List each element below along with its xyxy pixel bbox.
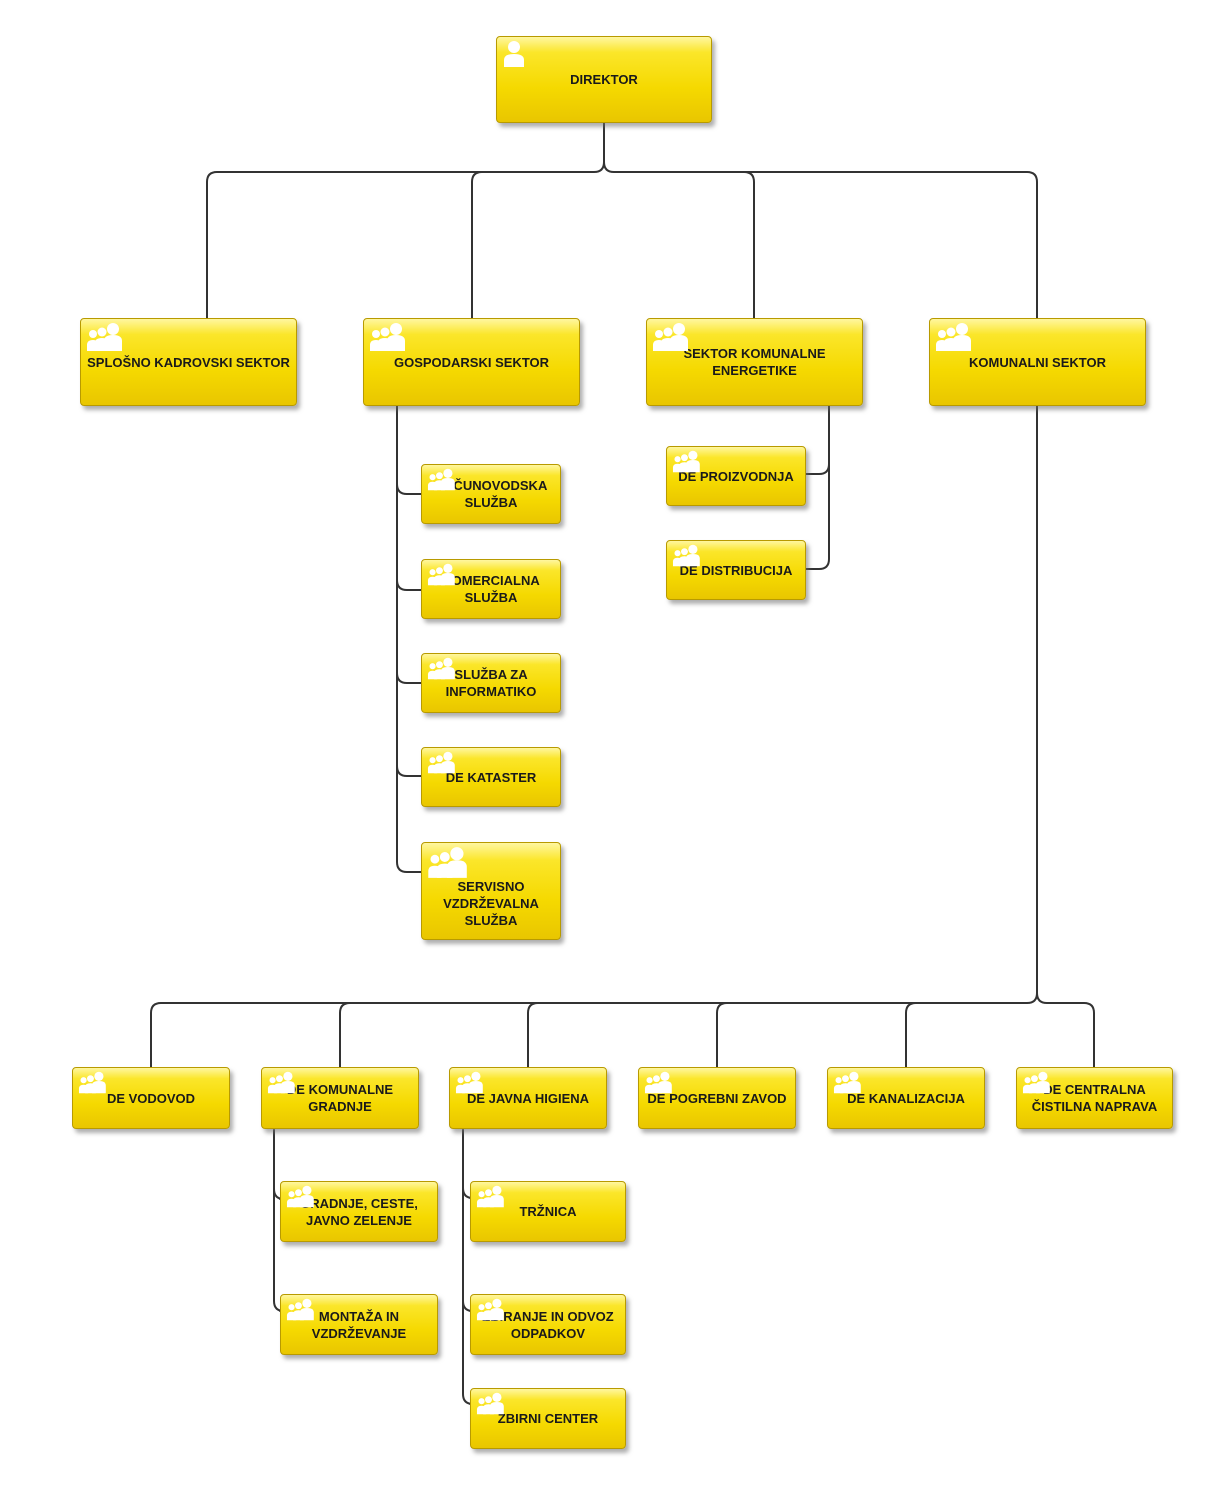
node-label: GRADNJE, CESTE, JAVNO ZELENJE — [300, 1195, 418, 1228]
node-label: DE KANALIZACIJA — [847, 1090, 965, 1106]
node-sluzba-za-informatiko[interactable]: SLUŽBA ZA INFORMATIKO — [421, 653, 561, 713]
node-gospodarski-sektor[interactable]: GOSPODARSKI SEKTOR — [363, 318, 580, 406]
group-icon — [653, 323, 688, 351]
connector-director — [206, 122, 605, 319]
node-zbirni-center[interactable]: ZBIRNI CENTER — [470, 1388, 626, 1449]
node-de-centralna-cistilna-naprava[interactable]: DE CENTRALNA ČISTILNA NAPRAVA — [1016, 1067, 1173, 1129]
group-icon — [644, 1071, 672, 1094]
node-label: SLUŽBA ZA INFORMATIKO — [445, 667, 537, 699]
connector-director-right — [603, 161, 1038, 319]
connector-gospodarski-children — [396, 405, 422, 873]
node-label: TRŽNICA — [519, 1204, 577, 1219]
node-label: GOSPODARSKI SEKTOR — [393, 354, 550, 370]
node-direktor[interactable]: DIREKTOR — [496, 36, 712, 123]
node-label: KOMERCIALNA SLUŽBA — [442, 573, 540, 605]
node-label: DE POGREBNI ZAVOD — [647, 1090, 787, 1106]
node-label: DE KOMUNALNE GRADNJE — [286, 1082, 394, 1114]
connector-energetika — [743, 171, 755, 319]
group-icon — [78, 1071, 106, 1094]
node-de-javna-higiena[interactable]: DE JAVNA HIGIENA — [449, 1067, 607, 1129]
connector-komunalni — [150, 405, 1038, 1068]
group-icon — [672, 544, 700, 567]
node-de-pogrebni-zavod[interactable]: DE POGREBNI ZAVOD — [638, 1067, 796, 1129]
node-label: DE DISTRIBUCIJA — [679, 562, 793, 578]
group-icon — [476, 1392, 504, 1415]
node-label: DE VODOVOD — [106, 1090, 196, 1106]
node-label: ZBIRNI CENTER — [497, 1411, 599, 1426]
group-icon — [427, 468, 455, 491]
group-icon — [428, 847, 467, 878]
person-icon — [504, 41, 524, 67]
node-zbiranje-in-odvoz-odpadkov[interactable]: ZBIRANJE IN ODVOZ ODPADKOV — [470, 1294, 626, 1355]
group-icon — [370, 323, 405, 351]
node-sektor-komunalne-energetike[interactable]: SEKTOR KOMUNALNE ENERGETIKE — [646, 318, 863, 406]
node-racunovodska-sluzba[interactable]: RAČUNOVODSKA SLUŽBA — [421, 464, 561, 524]
node-label: DE PROIZVODNJA — [678, 468, 794, 484]
group-icon — [427, 657, 455, 680]
node-label: SERVISNO VZDRŽEVALNA SLUŽBA — [443, 878, 539, 928]
node-label: DE KATASTER — [445, 769, 537, 785]
connector-energetika-children — [805, 405, 830, 570]
group-icon — [286, 1185, 314, 1208]
node-splosno-kadrovski-sektor[interactable]: SPLOŠNO KADROVSKI SEKTOR — [80, 318, 297, 406]
group-icon — [672, 450, 700, 473]
node-label: MONTAŽA IN VZDRŽEVANJE — [311, 1308, 407, 1341]
group-icon — [87, 323, 122, 351]
node-servisno-vzdrzevalna-sluzba[interactable]: SERVISNO VZDRŽEVALNA SLUŽBA — [421, 842, 561, 940]
group-icon — [427, 563, 455, 586]
node-label: SPLOŠNO KADROVSKI SEKTOR — [87, 354, 290, 370]
group-icon — [936, 323, 971, 351]
node-de-vodovod[interactable]: DE VODOVOD — [72, 1067, 230, 1129]
group-icon — [1022, 1071, 1050, 1094]
node-komercialna-sluzba[interactable]: KOMERCIALNA SLUŽBA — [421, 559, 561, 619]
group-icon — [476, 1298, 504, 1321]
node-label: KOMUNALNI SEKTOR — [969, 354, 1106, 370]
node-gradnje-ceste-javno-zelenje[interactable]: GRADNJE, CESTE, JAVNO ZELENJE — [280, 1181, 438, 1242]
node-de-kanalizacija[interactable]: DE KANALIZACIJA — [827, 1067, 985, 1129]
node-label: DE JAVNA HIGIENA — [466, 1090, 590, 1106]
node-label: RAČUNOVODSKA SLUŽBA — [434, 478, 548, 510]
group-icon — [476, 1185, 504, 1208]
group-icon — [267, 1071, 295, 1094]
node-de-komunalne-gradnje[interactable]: DE KOMUNALNE GRADNJE — [261, 1067, 419, 1129]
node-de-proizvodnja[interactable]: DE PROIZVODNJA — [666, 446, 806, 506]
node-label: DE CENTRALNA ČISTILNA NAPRAVA — [1031, 1082, 1158, 1114]
group-icon — [833, 1071, 861, 1094]
node-trznica[interactable]: TRŽNICA — [470, 1181, 626, 1242]
group-icon — [427, 751, 455, 774]
group-icon — [455, 1071, 483, 1094]
node-de-distribucija[interactable]: DE DISTRIBUCIJA — [666, 540, 806, 600]
node-komunalni-sektor[interactable]: KOMUNALNI SEKTOR — [929, 318, 1146, 406]
connector-gospodarski — [471, 171, 483, 319]
node-de-kataster[interactable]: DE KATASTER — [421, 747, 561, 807]
node-label: DIREKTOR — [570, 72, 638, 87]
node-montaza-in-vzdrzevanje[interactable]: MONTAŽA IN VZDRŽEVANJE — [280, 1294, 438, 1355]
connector-higiena-children — [462, 1129, 474, 1405]
node-label: SEKTOR KOMUNALNE ENERGETIKE — [683, 346, 826, 378]
group-icon — [286, 1298, 314, 1321]
